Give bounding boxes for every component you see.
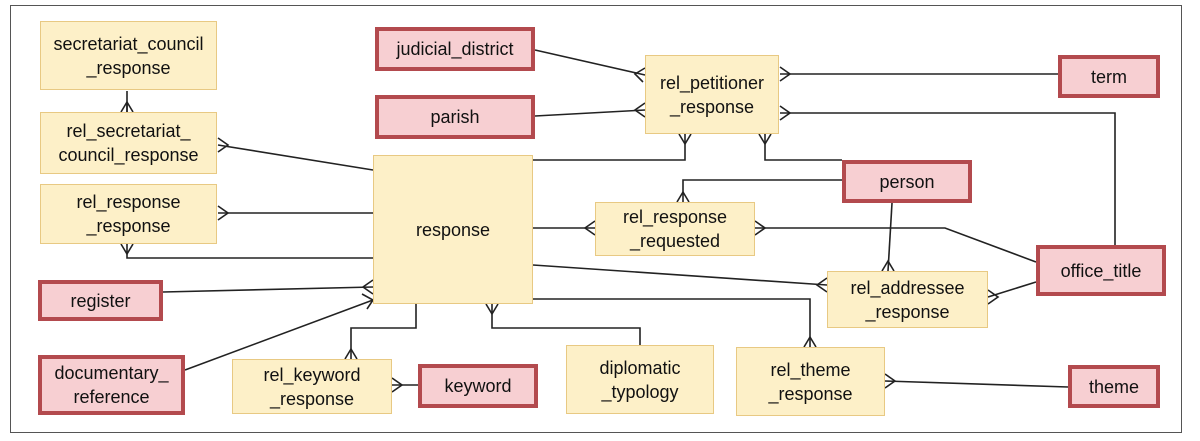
crowfoot-parish-petitioner	[633, 102, 646, 118]
crowfoot-person-addressee	[881, 259, 895, 272]
entity-rel-addressee-response[interactable]: rel_addressee _response	[827, 271, 988, 328]
entity-rel-theme-response[interactable]: rel_theme _response	[736, 347, 885, 416]
crowfoot-rel-response-response-right	[217, 205, 230, 221]
link-response-theme-rel	[533, 298, 811, 347]
link-petitioner-office	[780, 112, 1116, 245]
entity-person[interactable]: person	[842, 160, 972, 203]
entity-rel-response-response[interactable]: rel_response _response	[40, 184, 217, 244]
entity-label: diplomatic _typology	[599, 357, 681, 402]
crowfoot-response-theme-rel	[803, 335, 817, 348]
entity-judicial-district[interactable]: judicial_district	[375, 27, 535, 71]
link-petitioner-response	[533, 134, 686, 161]
link-response-keyword-rel	[350, 304, 417, 359]
link-rel-secretariat-response	[217, 144, 374, 171]
crowfoot-response-requested	[583, 220, 596, 236]
crowfoot-rel-secretariat-top	[120, 100, 134, 113]
link-office-addressee	[987, 281, 1037, 298]
entity-label: documentary_ reference	[54, 363, 169, 407]
entity-label: person	[879, 171, 935, 192]
entity-documentary-reference[interactable]: documentary_ reference	[38, 355, 185, 415]
crowfoot-register-response	[361, 279, 374, 295]
link-office-requested	[755, 227, 1037, 263]
crowfoot-response-addressee	[815, 277, 828, 293]
link-judicial-petitioner	[534, 49, 646, 76]
entity-label: keyword	[444, 376, 512, 396]
link-rel-response-response-bottom	[126, 244, 373, 259]
link-parish-petitioner	[534, 109, 646, 117]
entity-label: term	[1091, 66, 1127, 87]
crowfoot-response-keyword-rel	[344, 347, 358, 360]
crowfoot-petitioner-person	[758, 133, 772, 146]
entity-office-title[interactable]: office_title	[1036, 245, 1166, 296]
entity-rel-keyword-response[interactable]: rel_keyword _response	[232, 359, 392, 414]
crowfoot-office-addressee	[987, 289, 1000, 305]
entity-label: secretariat_council _response	[53, 33, 204, 78]
entity-label: rel_secretariat_ council_response	[58, 121, 199, 165]
entity-label: rel_keyword _response	[263, 364, 361, 409]
link-person-requested	[682, 179, 842, 202]
crowfoot-office-requested	[754, 220, 767, 236]
entity-label: rel_response _requested	[622, 207, 728, 251]
crowfoot-judicial-petitioner	[633, 67, 646, 83]
entity-label: office_title	[1060, 260, 1142, 281]
entity-diplomatic-typology[interactable]: diplomatic _typology	[566, 345, 714, 414]
crowfoot-theme-theme-rel	[884, 373, 897, 389]
entity-keyword[interactable]: keyword	[418, 364, 538, 408]
entity-label: rel_addressee _response	[850, 277, 965, 322]
crowfoot-keyword-keyword-rel	[391, 377, 404, 393]
entity-label: judicial_district	[396, 39, 514, 59]
link-response-addressee	[532, 264, 828, 286]
entity-register[interactable]: register	[38, 280, 163, 321]
entity-rel-petitioner-response[interactable]: rel_petitioner _response	[645, 55, 779, 134]
entity-secretariat-council-response[interactable]: secretariat_council _response	[40, 21, 217, 90]
link-response-diplomatic	[491, 304, 641, 345]
entity-theme[interactable]: theme	[1068, 365, 1160, 408]
crowfoot-petitioner-response	[678, 133, 692, 146]
entity-label: theme	[1088, 376, 1140, 397]
entity-label: register	[70, 290, 131, 311]
entity-label: rel_petitioner _response	[659, 72, 765, 117]
entity-term[interactable]: term	[1058, 55, 1160, 98]
entity-parish[interactable]: parish	[375, 95, 535, 139]
crowfoot-petitioner-office	[779, 105, 792, 121]
link-person-addressee	[887, 202, 893, 272]
crowfoot-person-requested	[676, 190, 690, 203]
entity-rel-secretariat-council-response[interactable]: rel_secretariat_ council_response	[40, 112, 217, 174]
crowfoot-rel-secretariat-right	[217, 137, 230, 153]
entity-label: parish	[430, 107, 480, 127]
crowfoot-term-petitioner	[779, 66, 792, 82]
link-documentary-response	[184, 299, 374, 371]
entity-label: rel_theme _response	[768, 359, 853, 404]
entity-label: rel_response _response	[76, 192, 181, 236]
crowfoot-rel-response-response-bottom	[120, 243, 134, 256]
crowfoot-response-diplomatic	[485, 303, 499, 316]
link-theme-theme-rel	[884, 380, 1069, 388]
link-petitioner-person	[764, 134, 842, 161]
link-register-response	[162, 286, 374, 293]
entity-response[interactable]: response	[373, 155, 533, 304]
entity-rel-response-requested[interactable]: rel_response _requested	[595, 202, 755, 256]
entity-label: response	[415, 219, 491, 240]
